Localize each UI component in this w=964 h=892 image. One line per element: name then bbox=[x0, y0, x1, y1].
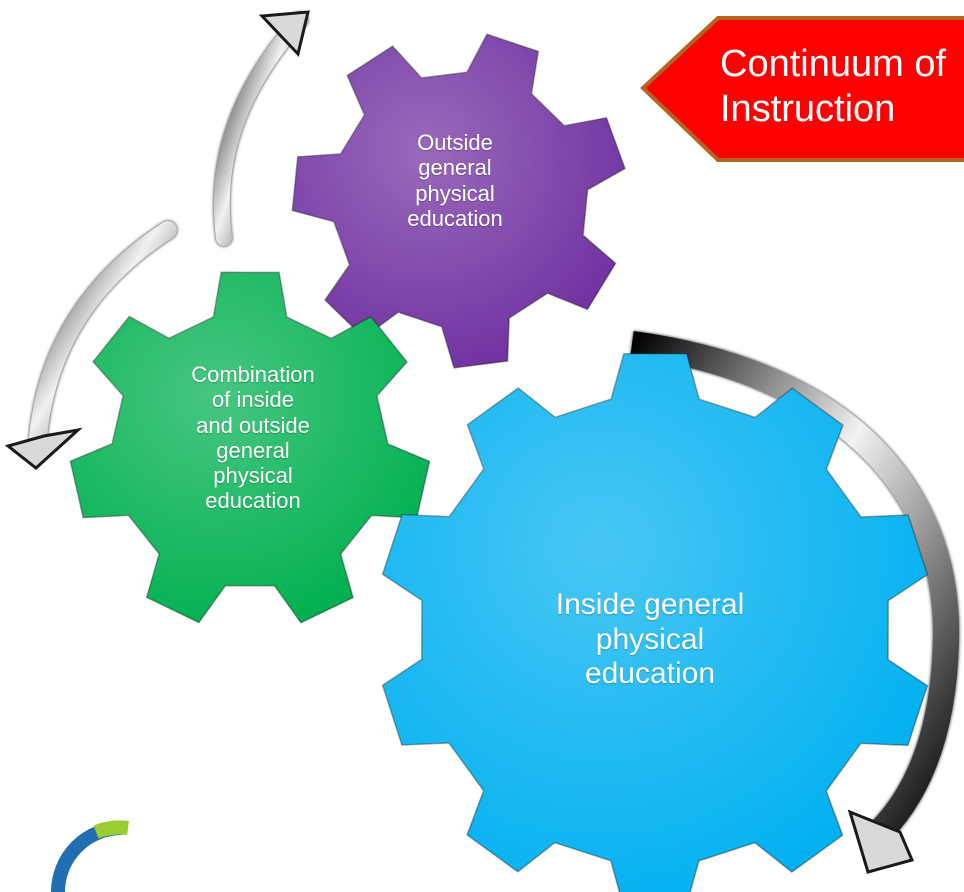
curved-arrow-top bbox=[213, 12, 308, 246]
curved-arrow-left bbox=[29, 221, 177, 447]
gear-inside-label: Inside general physical education bbox=[555, 588, 745, 690]
curved-arrow-right-head bbox=[847, 809, 915, 874]
curved-arrow-top-head bbox=[258, 10, 310, 58]
logo-fragment-accent bbox=[93, 820, 129, 839]
gear-combination bbox=[69, 271, 431, 624]
curved-arrow-right bbox=[630, 331, 960, 839]
gear-inside-shine bbox=[382, 353, 928, 892]
logo-fragment bbox=[51, 821, 123, 892]
gear-combo-shine bbox=[70, 272, 430, 623]
gear-outside-label: Outside general physical education bbox=[407, 130, 503, 231]
banner-arrow bbox=[640, 16, 964, 162]
banner-text: Continuum of Instruction bbox=[720, 43, 947, 130]
gear-outside bbox=[291, 33, 626, 369]
gear-outside-shine bbox=[292, 34, 625, 368]
gear-inside bbox=[381, 353, 929, 892]
curved-arrow-left-head bbox=[4, 427, 83, 470]
gear-combination-label: Combination of inside and outside genera… bbox=[191, 362, 315, 514]
